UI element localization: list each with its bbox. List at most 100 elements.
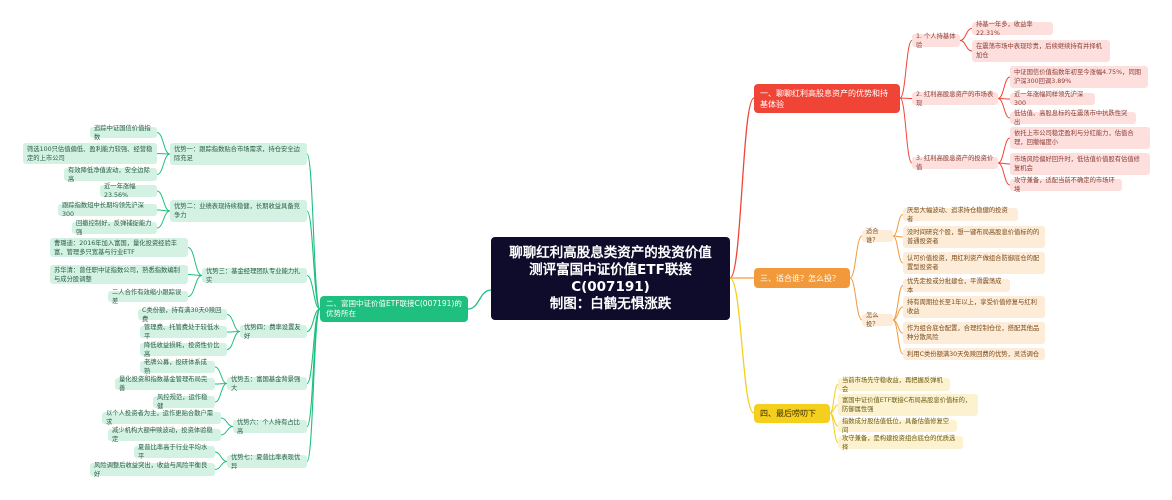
topic-detail[interactable]: 近一年涨幅同样领先沪深300 [1010, 91, 1095, 107]
advantage-node[interactable]: 优势一：跟踪指数贴合市场需求，持仓安全边际充足 [170, 143, 307, 165]
topic-detail[interactable]: 持基一年多，收益率22.31% [972, 21, 1053, 37]
topic-detail[interactable]: 攻守兼备，适配当前不确定的市场环境 [1010, 177, 1122, 193]
topic-node[interactable]: 3. 红利高股息资产的投资价值 [912, 155, 998, 171]
question-node-label: 适合谁？ [866, 228, 879, 244]
topic-detail[interactable]: 依托上市公司稳定盈利与分红能力，估值合理，回撤幅度小 [1010, 127, 1150, 149]
link [306, 210, 321, 310]
link [829, 384, 839, 414]
advantage-detail[interactable]: 近一年涨幅23.56% [100, 183, 157, 199]
central-title-line3: C(007191) [571, 278, 650, 295]
branch-who-how[interactable]: 三、适合谁？怎么投？ [754, 268, 850, 288]
answer-detail-label: 作为组合底仓配置，合理控制仓位，搭配其他品种分散风险 [907, 325, 1040, 341]
link-center-left [467, 289, 492, 310]
advantage-detail[interactable]: 降低收益损耗，投资性价比高 [140, 342, 227, 358]
final-detail[interactable]: 指数成分股估值低位，具备估值修复空间 [838, 418, 957, 434]
link [892, 306, 904, 321]
advantage-detail-label: 夏普比率高于行业平均水平 [138, 444, 208, 460]
advantage-detail-label: 以个人投资者为主，运作更贴合散户需求 [106, 410, 214, 426]
link [214, 366, 228, 384]
topic-node[interactable]: 2. 红利高股息资产的市场表现 [912, 91, 998, 107]
link [997, 76, 1011, 99]
advantage-node[interactable]: 优势三：基金经理团队专业能力扎实 [202, 268, 307, 284]
advantage-detail[interactable]: 风控规范，运作稳健 [153, 394, 215, 410]
link [226, 331, 241, 350]
advantage-detail-label: 管理费、托管费处于较低水平 [144, 324, 220, 340]
link [156, 153, 171, 155]
advantage-detail[interactable]: 老牌公募，投研体系成熟 [140, 359, 215, 375]
topic-node[interactable]: 1. 个人持基体验 [912, 33, 960, 49]
central-author: 制图：白鹤无惧涨跌 [549, 295, 672, 312]
final-detail-label: 攻守兼备，是构建投资组合底仓的优质选择 [842, 434, 956, 451]
advantage-detail[interactable]: 有效降低净值波动，安全边际高 [64, 167, 157, 183]
topic-detail-label: 近一年涨幅同样领先沪深300 [1014, 91, 1084, 107]
answer-detail[interactable]: 优先定投或分批建仓，平滑震荡成本 [903, 278, 1010, 294]
link [220, 426, 234, 436]
advantage-detail[interactable]: 跟踪指数短中长期均领先沪深300 [58, 202, 157, 218]
topic-detail[interactable]: 在震荡市场中表现珍贵，后续继续持有并择机加仓 [972, 40, 1110, 62]
answer-detail[interactable]: 作为组合底仓配置，合理控制仓位，搭配其他品种分散风险 [903, 322, 1045, 344]
advantage-detail[interactable]: 追踪中证国信价值指数 [90, 125, 157, 141]
advantage-detail-label: 减少机构大额申赎波动，投资体验稳定 [112, 427, 213, 443]
branch-dividend-advantages[interactable]: 一、聊聊红利高股息资产的优势和持基体验 [754, 84, 900, 113]
link [187, 247, 203, 276]
advantage-node[interactable]: 优势四：费率设置友好 [240, 323, 307, 340]
topic-detail[interactable]: 中证国信价值指数年初至今涨幅4.75%，同期沪深300回调3.89% [1010, 66, 1148, 88]
final-detail[interactable]: 富国中证价值ETF联接C布局高股息价值标的，防御属性强 [838, 394, 978, 416]
link [306, 308, 321, 428]
link [849, 235, 863, 279]
advantage-detail[interactable]: 筛选100只估值偏低、盈利能力较强、经营稳定的上市公司 [23, 143, 157, 164]
advantage-detail-label: 风险调整后收益突出，收益与风险平衡良好 [94, 461, 208, 478]
answer-detail[interactable]: 认可价值投资，用红利资产做组合防御底仓的配置型投资者 [903, 252, 1045, 274]
answer-detail[interactable]: 持有周期拉长至1年以上，享受价值修复与红利收益 [903, 296, 1045, 318]
final-detail-label: 富国中证价值ETF联接C布局高股息价值标的，防御属性强 [842, 397, 972, 413]
link [306, 153, 321, 310]
topic-detail[interactable]: 市场风险偏好回升时，低估值价值股有估值修复机会 [1010, 153, 1150, 175]
branch-advantages[interactable]: 二、富国中证价值ETF联接C(007191)的优势所在 [320, 296, 468, 322]
advantage-node[interactable]: 优势七：夏普比率表现优异 [227, 454, 307, 470]
advantage-detail[interactable]: 二人合作有效缩小跟踪误差 [108, 289, 188, 305]
link [187, 275, 203, 297]
link [959, 40, 973, 52]
advantage-detail[interactable]: 回撤控制好，反弹捕捉能力强 [72, 220, 157, 236]
branch-final-words[interactable]: 四、最后唠叨下 [754, 404, 830, 423]
topic-detail[interactable]: 低估值、高股息标的在震荡市中抗跌性突出 [1010, 110, 1136, 126]
advantage-node[interactable]: 优势六：个人持有占比高 [233, 419, 307, 435]
advantage-detail[interactable]: C类份额，持有满30天0赎回费 [138, 307, 227, 323]
link [156, 132, 171, 155]
link [892, 235, 904, 264]
link [156, 153, 171, 175]
advantage-detail[interactable]: 以个人投资者为主，运作更贴合散户需求 [102, 410, 221, 426]
advantage-detail-label: 量化投资和指数基金管理布局完善 [119, 376, 208, 392]
link [892, 285, 904, 321]
advantage-detail[interactable]: 曹璐迪：2016年加入富国，量化投资经验丰富，管理多只宽基与行业ETF [50, 238, 188, 257]
link [156, 190, 171, 212]
final-detail[interactable]: 当前市场先守稳收益，再把握反弹机会 [838, 377, 950, 393]
advantage-detail[interactable]: 量化投资和指数基金管理布局完善 [115, 376, 215, 392]
advantage-detail[interactable]: 减少机构大额申赎波动，投资体验稳定 [108, 427, 221, 443]
advantage-node[interactable]: 优势五：富国基金背景强大 [227, 376, 307, 392]
question-node[interactable]: 怎么投？ [862, 312, 893, 328]
advantage-node[interactable]: 优势二：业绩表现持续稳健，长期收益具备竞争力 [170, 200, 307, 222]
advantage-detail-label: 追踪中证国信价值指数 [94, 124, 151, 141]
advantage-detail[interactable]: 管理费、托管费处于较低水平 [140, 324, 227, 340]
topic-detail-label: 依托上市公司稳定盈利与分红能力，估值合理，回撤幅度小 [1014, 130, 1134, 146]
advantage-detail[interactable]: 风险调整后收益突出，收益与风险平衡良好 [90, 461, 215, 478]
answer-detail[interactable]: 没时间研究个股，想一键布局高股息价值标的的普通投资者 [903, 226, 1045, 248]
advantage-detail[interactable]: 夏普比率高于行业平均水平 [134, 444, 215, 460]
advantage-node-label: 优势四：费率设置友好 [244, 323, 301, 340]
advantage-detail[interactable]: 苏华清：曾任职中证指数公司，熟悉指数编制与成分股调整 [50, 265, 188, 284]
link [899, 97, 913, 164]
link [226, 314, 241, 332]
answer-detail[interactable]: 利用C类份额满30天免赎回费的优势，灵活调仓 [903, 348, 1045, 360]
question-node[interactable]: 适合谁？ [862, 228, 893, 244]
final-detail[interactable]: 攻守兼备，是构建投资组合底仓的优质选择 [838, 434, 963, 451]
link [997, 137, 1011, 164]
answer-detail-label: 厌恶大幅波动、追求持仓稳健的投资者 [907, 206, 1008, 223]
link [306, 274, 321, 310]
answer-detail[interactable]: 厌恶大幅波动、追求持仓稳健的投资者 [903, 206, 1018, 223]
final-detail-label: 指数成分股估值低位，具备估值修复空间 [842, 418, 950, 434]
topic-detail-label: 市场风险偏好回升时，低估值价值股有估值修复机会 [1014, 156, 1140, 172]
central-topic[interactable]: 聊聊红利高股息类资产的投资价值 测评富国中证价值ETF联接 C(007191) … [491, 237, 730, 320]
link [829, 412, 839, 443]
